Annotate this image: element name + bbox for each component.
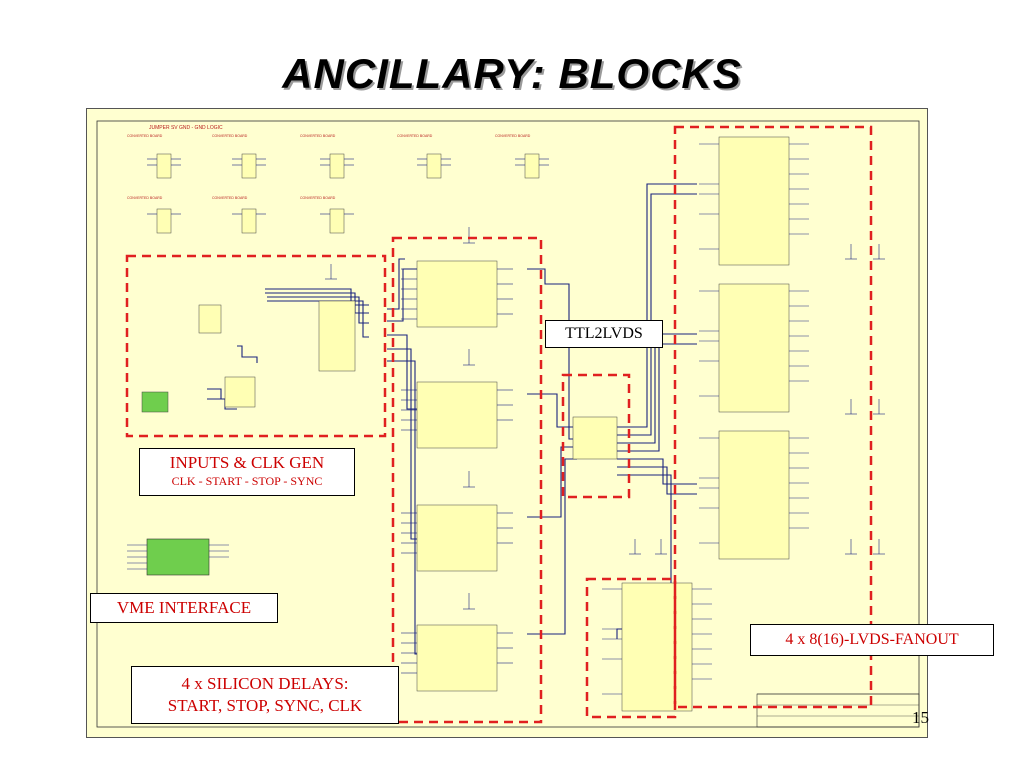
schematic-header: JUMPER SV GND - GND LOGIC xyxy=(149,125,223,131)
slide-title: ANCILLARY: BLOCKS xyxy=(282,50,742,97)
fanout4-block-outline xyxy=(585,577,677,719)
svg-text:CONVERTED BOARD: CONVERTED BOARD xyxy=(300,134,336,138)
inner-frame xyxy=(96,120,920,728)
inputs-clk-gen-label: INPUTS & CLK GEN CLK - START - STOP - SY… xyxy=(139,448,355,496)
top-component-labels: CONVERTED BOARD CONVERTED BOARD CONVERTE… xyxy=(127,134,531,200)
delays-line1: 4 x SILICON DELAYS: xyxy=(181,674,349,693)
block-outlines xyxy=(125,125,873,724)
top-components xyxy=(156,153,540,234)
schematic-sheet: CONVERTED BOARD CONVERTED BOARD CONVERTE… xyxy=(86,108,928,738)
delays-block-outline xyxy=(391,236,543,724)
delays-line2: START, STOP, SYNC, CLK xyxy=(167,696,363,715)
ttl2lvds-label-text: TTL2LVDS xyxy=(565,325,643,342)
svg-text:CONVERTED BOARD: CONVERTED BOARD xyxy=(127,134,163,138)
fanout-pins xyxy=(602,143,809,695)
svg-text:CONVERTED BOARD: CONVERTED BOARD xyxy=(127,196,163,200)
bus-wires xyxy=(207,183,697,655)
delay-chips xyxy=(416,260,498,692)
pll-chip xyxy=(224,376,256,408)
inputs-title: INPUTS & CLK GEN xyxy=(169,453,325,472)
svg-text:CONVERTED BOARD: CONVERTED BOARD xyxy=(495,134,531,138)
schematic-drawing: CONVERTED BOARD CONVERTED BOARD CONVERTE… xyxy=(96,120,920,728)
inputs-subtitle: CLK - START - STOP - SYNC xyxy=(171,474,323,488)
ttl2lvds-chip xyxy=(572,416,618,460)
title-block xyxy=(756,693,920,728)
vme-label-text: VME INTERFACE xyxy=(116,598,252,617)
power-symbols xyxy=(325,227,885,610)
oscillator xyxy=(141,391,169,413)
vme-connector xyxy=(146,538,210,576)
silicon-delays-label: 4 x SILICON DELAYS: START, STOP, SYNC, C… xyxy=(131,666,399,724)
svg-text:CONVERTED BOARD: CONVERTED BOARD xyxy=(212,196,248,200)
page-number: 15 xyxy=(912,708,929,727)
input-chips xyxy=(141,300,356,413)
clock-driver-chip xyxy=(318,300,356,372)
vme-interface-label: VME INTERFACE xyxy=(90,593,278,623)
vme-pins xyxy=(127,544,229,570)
fanout-label-text: 4 x 8(16)-LVDS-FANOUT xyxy=(785,631,959,648)
input-buffer-chip xyxy=(198,304,222,334)
fanout-block-outline xyxy=(673,125,873,709)
fanout-label: 4 x 8(16)-LVDS-FANOUT xyxy=(750,624,994,656)
fanout-chips xyxy=(621,136,790,712)
svg-text:CONVERTED BOARD: CONVERTED BOARD xyxy=(212,134,248,138)
ttl2lvds-label: TTL2LVDS xyxy=(545,320,663,348)
svg-text:CONVERTED BOARD: CONVERTED BOARD xyxy=(397,134,433,138)
top-component-pins xyxy=(147,158,549,215)
svg-text:CONVERTED BOARD: CONVERTED BOARD xyxy=(300,196,336,200)
delay-pins xyxy=(401,268,513,674)
ttl2lvds-block-outline xyxy=(561,373,631,499)
inputs-block-outline xyxy=(125,254,387,438)
